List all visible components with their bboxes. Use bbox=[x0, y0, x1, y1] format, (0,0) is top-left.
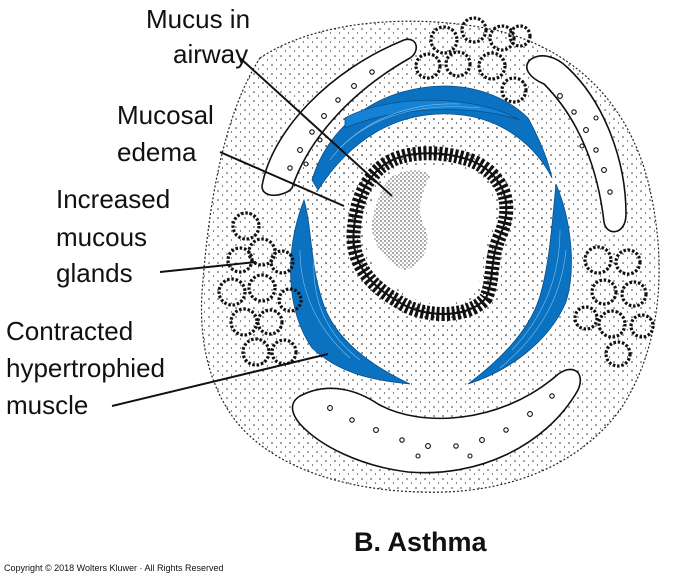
gland-acini-dots bbox=[287, 69, 613, 459]
label-mucosal-edema-line1: Mucosal bbox=[117, 100, 214, 130]
leader-edema bbox=[219, 151, 345, 207]
muscle-fiber-accent bbox=[344, 99, 521, 129]
label-increased-glands-line3: glands bbox=[56, 258, 133, 288]
cluster-right bbox=[573, 245, 655, 368]
label-mucosal-edema-line2: edema bbox=[117, 137, 197, 167]
gland-clusters bbox=[217, 16, 655, 368]
gland-bottom bbox=[291, 368, 581, 474]
muscle-band-right bbox=[467, 183, 572, 385]
label-contracted-muscle-line1: Contracted bbox=[6, 316, 134, 346]
copyright-notice: Copyright © 2018 Wolters Kluwer · All Ri… bbox=[4, 563, 224, 573]
gland-upper-left bbox=[261, 38, 417, 197]
smooth-muscle bbox=[290, 85, 572, 385]
label-increased-glands-line2: mucous bbox=[56, 222, 148, 252]
cluster-left bbox=[217, 211, 303, 367]
leader-mucus bbox=[239, 57, 393, 197]
label-mucus-in-airway-line2: airway bbox=[173, 39, 249, 69]
figure-caption: B. Asthma bbox=[354, 527, 487, 557]
airway-epithelium-edge bbox=[352, 152, 508, 315]
leader-lines bbox=[111, 57, 393, 407]
cluster-top bbox=[414, 16, 532, 104]
leader-muscle bbox=[111, 353, 329, 407]
label-increased-glands-line1: Increased bbox=[56, 184, 171, 214]
muscle-band-left bbox=[290, 198, 411, 385]
label-contracted-muscle-line2: hypertrophied bbox=[6, 353, 165, 383]
mucus-plug bbox=[372, 170, 430, 270]
gland-upper-right bbox=[526, 55, 627, 233]
muscle-fibers bbox=[299, 103, 567, 369]
mucous-glands bbox=[261, 38, 627, 474]
label-mucus-in-airway-line1: Mucus in bbox=[146, 4, 251, 34]
label-contracted-muscle-line3: muscle bbox=[6, 390, 89, 420]
leader-glands bbox=[159, 261, 257, 273]
